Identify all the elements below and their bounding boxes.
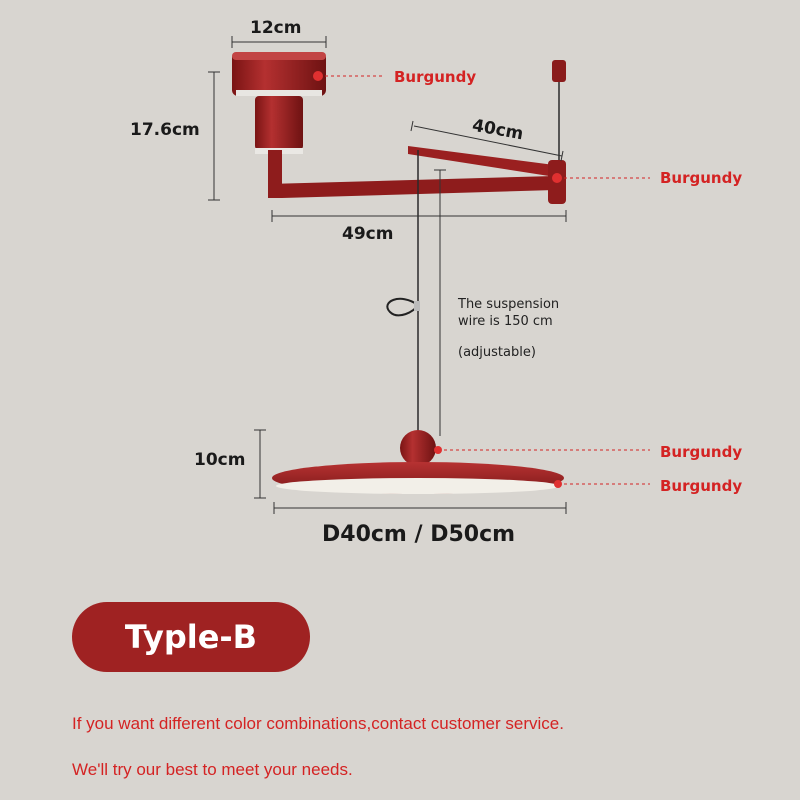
leader-lines <box>325 75 650 485</box>
type-badge-label: Typle-B <box>124 618 258 656</box>
color-label-rim: Burgundy <box>660 477 743 495</box>
color-label-arm: Burgundy <box>660 169 743 187</box>
dim-shade-diameter: D40cm / D50cm <box>322 522 516 547</box>
color-label-ball: Burgundy <box>660 443 743 461</box>
canopy-marker <box>313 71 323 81</box>
suspension-note: The suspension wire is 150 cm (adjustabl… <box>458 296 559 361</box>
swing-arm <box>268 146 566 204</box>
suspension-note-line1: The suspension <box>458 297 560 312</box>
footer-line1: If you want different color combinations… <box>72 714 564 733</box>
type-badge: Typle-B <box>72 602 310 672</box>
canopy <box>232 52 326 154</box>
footer-line2: We'll try our best to meet your needs. <box>72 760 353 779</box>
ceiling-hook <box>552 60 566 160</box>
pendant-shade <box>272 430 564 494</box>
dimension-lines <box>208 36 567 514</box>
color-label-canopy: Burgundy <box>394 68 477 86</box>
dim-shade-height: 10cm <box>194 450 246 470</box>
dim-total-reach: 49cm <box>342 224 394 244</box>
suspension-wire <box>386 150 420 436</box>
suspension-note-line3: (adjustable) <box>458 345 536 360</box>
suspension-note-line2: wire is 150 cm <box>458 314 553 329</box>
dim-mount-height: 17.6cm <box>130 120 200 140</box>
dim-top-width: 12cm <box>250 18 302 38</box>
